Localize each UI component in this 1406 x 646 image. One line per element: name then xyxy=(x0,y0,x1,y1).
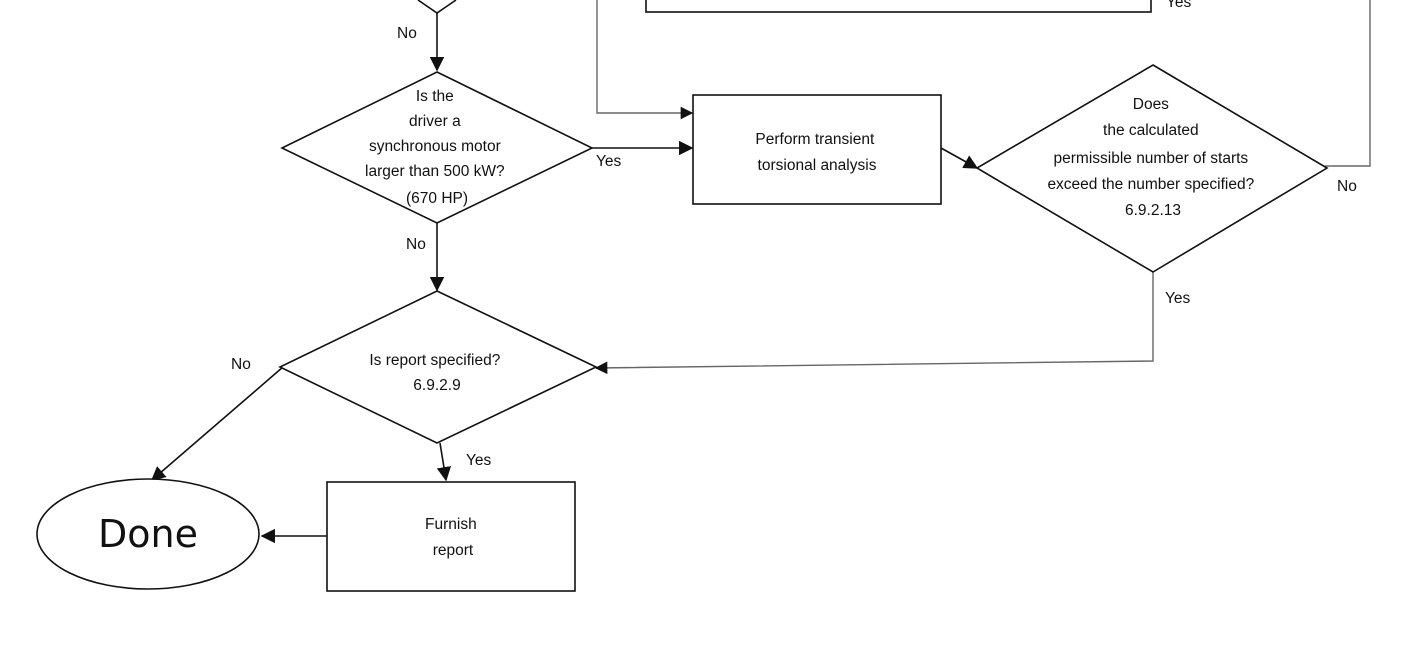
starts-line-2: the calculated xyxy=(1103,122,1199,139)
edge-label-starts-yes: Yes xyxy=(1165,290,1191,307)
transient-line-1: Perform transient xyxy=(755,131,875,148)
edge-label-top-right-yes: Yes xyxy=(1166,0,1192,11)
report-text: Is report specified? 6.9.2.9 xyxy=(369,352,504,394)
decision-report xyxy=(278,290,598,444)
transient-text: Perform transient torsional analysis xyxy=(755,131,878,174)
furnish-line-2: report xyxy=(433,542,474,559)
terminal-done xyxy=(36,478,260,590)
sync-motor-text: Is the driver a synchronous motor larger… xyxy=(365,88,509,207)
sync-motor-line-3: synchronous motor xyxy=(369,138,501,155)
starts-line-3: permissible number of starts xyxy=(1054,150,1249,167)
previous-process-box xyxy=(645,0,1152,13)
sync-motor-line-1: Is the xyxy=(416,88,454,105)
report-line-2: 6.9.2.9 xyxy=(413,377,460,394)
furnish-line-1: Furnish xyxy=(425,516,477,533)
edge-transient-to-starts xyxy=(940,147,979,169)
process-furnish-report xyxy=(326,481,576,592)
decision-sync-motor xyxy=(280,71,594,224)
edge-starts-yes xyxy=(594,272,1154,375)
starts-line-1: Does xyxy=(1133,96,1169,113)
starts-text: Does the calculated permissible number o… xyxy=(1047,96,1258,219)
previous-decision-diamond-bottom xyxy=(417,0,457,14)
sync-motor-line-4: larger than 500 kW? xyxy=(365,163,505,180)
starts-line-5: 6.9.2.13 xyxy=(1125,202,1181,219)
report-line-1: Is report specified? xyxy=(369,352,500,369)
sync-motor-line-2: driver a xyxy=(409,113,461,130)
edge-label-report-yes: Yes xyxy=(466,452,492,469)
furnish-text: Furnish report xyxy=(425,516,481,559)
transient-line-2: torsional analysis xyxy=(758,157,877,174)
starts-line-4: exceed the number specified? xyxy=(1047,176,1254,193)
edge-label-top-no: No xyxy=(397,25,417,42)
edge-label-report-no: No xyxy=(231,356,251,373)
edge-report-no xyxy=(150,366,284,481)
process-transient-analysis xyxy=(692,94,942,205)
edge-starts-no-loop xyxy=(1325,0,1371,167)
sync-motor-line-5: (670 HP) xyxy=(406,190,468,207)
done-label: Done xyxy=(98,512,198,556)
decision-starts xyxy=(975,64,1329,273)
edge-label-sync-no: No xyxy=(406,236,426,253)
edge-label-starts-no: No xyxy=(1337,178,1357,195)
edge-label-sync-yes: Yes xyxy=(596,153,622,170)
edge-report-yes xyxy=(436,442,452,482)
edge-left-loop-to-transient xyxy=(596,0,694,120)
